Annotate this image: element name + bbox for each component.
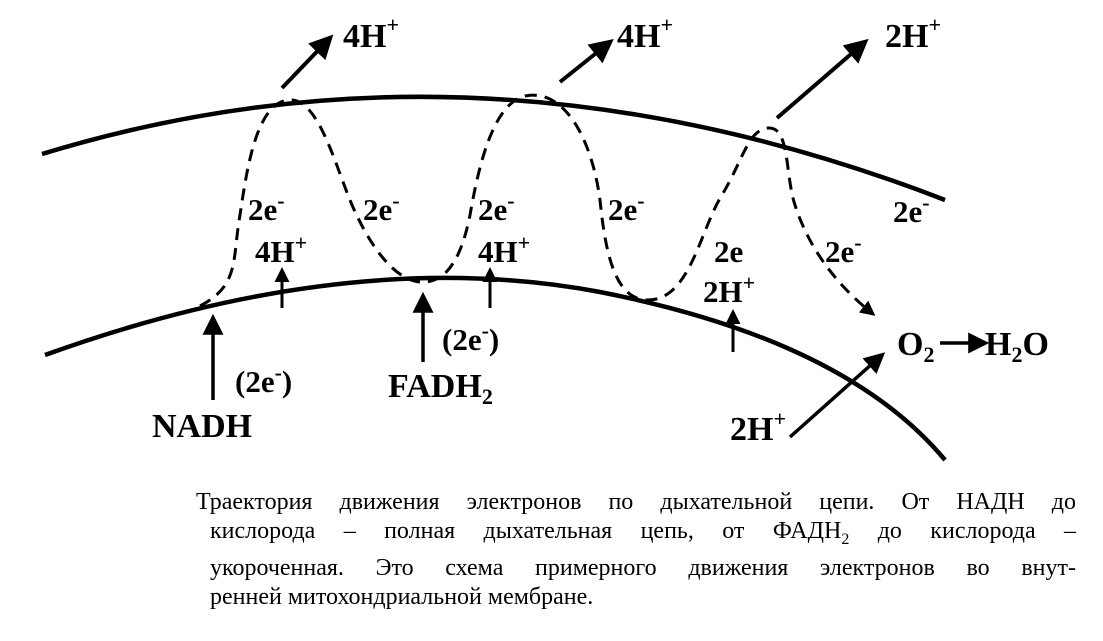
electron-label-3: 2e- (478, 188, 515, 227)
oxygen-label: O2 (897, 326, 934, 367)
caption-line-2-sub: 2 (841, 530, 850, 548)
proton-pump-arrow-2 (558, 39, 614, 84)
electron-label-1: 2e- (248, 188, 285, 227)
caption-line-4: ренней митохондриальной мембране. (210, 583, 594, 610)
caption-line-2-b: до кислорода – (849, 518, 1077, 544)
caption-line-1: Траектория движения электронов по дыхате… (196, 489, 1076, 515)
nadh-electron-label: (2e-) (235, 360, 292, 399)
top-output-3: 2H+ (885, 12, 941, 55)
outer-membrane-line (41, 94, 946, 203)
nadh-label: NADH (152, 408, 252, 445)
matrix-proton-arrow (788, 352, 886, 439)
caption-line-3: укороченная. Это схема примерного движен… (210, 554, 1076, 581)
caption-line-2-a: кислорода – полная дыхательная цепь, от … (210, 518, 842, 544)
top-output-2: 4H+ (617, 12, 673, 55)
inner-membrane-line (44, 275, 947, 462)
fadh2-label: FADH2 (388, 368, 493, 409)
water-label: H2O (985, 326, 1049, 367)
caption-line-2: кислорода – полная дыхательная цепь, от … (196, 517, 1076, 554)
top-output-1: 4H+ (343, 12, 399, 55)
electron-label-7: 2e- (825, 230, 862, 269)
electron-path-dashed (199, 93, 876, 316)
inner-proton-label-1: 4H+ (255, 230, 307, 269)
inner-proton-label-3: 2H+ (703, 270, 755, 309)
electron-transport-diagram: 4H+ 4H+ 2H+ 2e- 2e- 2e- 2e- 2e- 2e 2e- 4… (41, 12, 1049, 462)
figure-caption: Траектория движения электронов по дыхате… (196, 488, 1076, 612)
electron-label-6: 2e (714, 234, 743, 269)
electron-label-5: 2e- (893, 190, 930, 229)
electron-label-4: 2e- (608, 188, 645, 227)
fadh2-electron-label: (2e-) (442, 318, 499, 357)
inner-proton-label-2: 4H+ (478, 230, 530, 269)
proton-pump-arrow-1 (280, 34, 334, 90)
matrix-proton-label: 2H+ (730, 406, 786, 448)
proton-pump-arrow-3 (775, 38, 869, 120)
electron-label-2: 2e- (363, 188, 400, 227)
